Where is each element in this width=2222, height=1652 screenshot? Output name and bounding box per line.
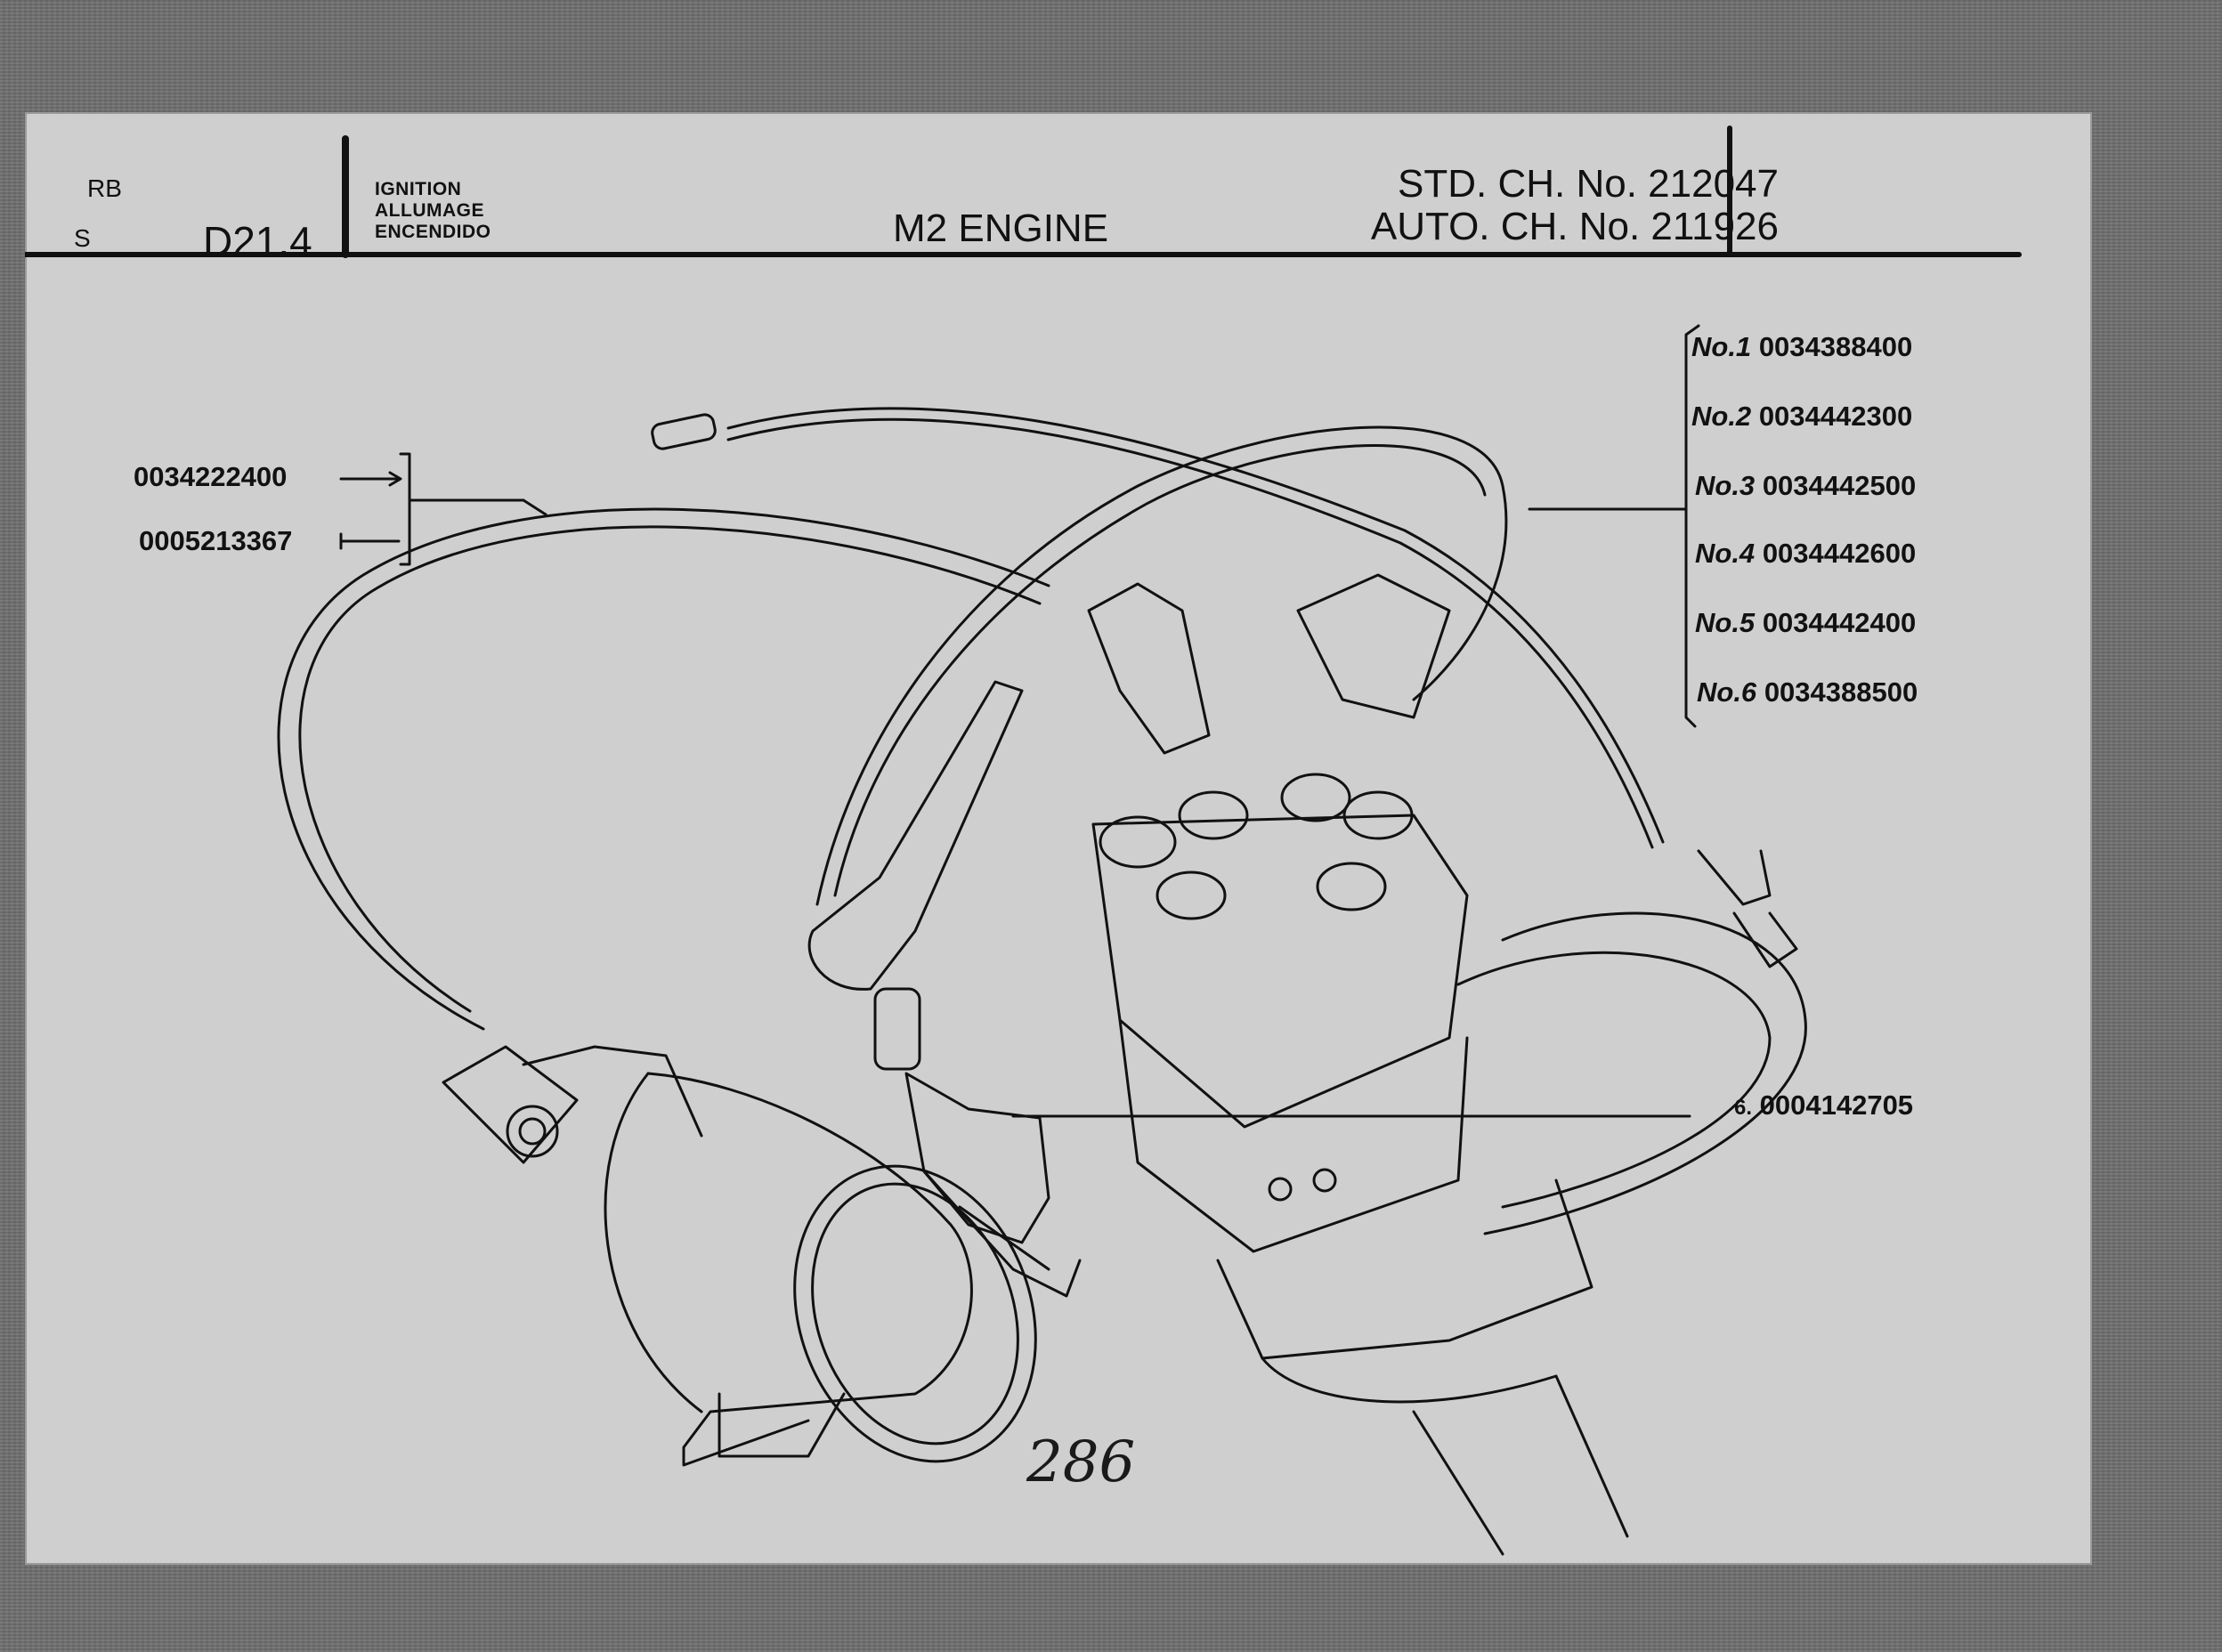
lead-part-number: 0034442400 xyxy=(1762,607,1917,638)
part-number-connector: 0005213367 xyxy=(139,525,293,556)
lead-number: No.3 xyxy=(1695,470,1756,501)
auto-chassis-number: AUTO. CH. No. 211926 xyxy=(1370,205,1779,248)
lead-part-row: No.3 0034442500 xyxy=(1695,470,1916,502)
lead-part-row: No.2 0034442300 xyxy=(1691,401,1912,433)
code-s: S xyxy=(74,224,91,252)
lead-number: No.6 xyxy=(1697,676,1757,708)
lead-part-row: No.5 0034442400 xyxy=(1695,607,1916,639)
lead-part-number: 0034388400 xyxy=(1758,331,1913,362)
lead-number: No.5 xyxy=(1695,607,1756,638)
lead-number: No.1 xyxy=(1691,331,1752,362)
lead-number: No.4 xyxy=(1695,538,1756,569)
lead-part-row: No.4 0034442600 xyxy=(1695,538,1916,570)
label-ignition: IGNITION xyxy=(375,179,462,199)
ignition-illustration xyxy=(25,126,2022,1556)
engine-title: M2 ENGINE xyxy=(893,206,1109,250)
label-allumage: ALLUMAGE xyxy=(375,200,484,221)
lead-part-row: No.1 0034388400 xyxy=(1691,331,1912,363)
spark-plug-part: 6. 0004142705 xyxy=(1734,1089,1913,1122)
std-chassis-number: STD. CH. No. 212047 xyxy=(1398,162,1779,206)
parts-sheet: RB S D21.4 IGNITION ALLUMAGE ENCENDIDO M… xyxy=(25,112,2092,1565)
lead-part-number: 0034388500 xyxy=(1764,676,1918,708)
code-rb: RB xyxy=(87,174,122,202)
page-number: 286 xyxy=(1026,1429,1136,1495)
label-encendido: ENCENDIDO xyxy=(375,222,491,242)
lead-number: No.2 xyxy=(1691,401,1752,432)
lead-part-number: 0034442600 xyxy=(1762,538,1917,569)
spark-plug-qty: 6. xyxy=(1734,1096,1753,1120)
section-number: D21.4 xyxy=(203,218,312,264)
lead-part-number: 0034442300 xyxy=(1758,401,1913,432)
lead-part-number: 0034442500 xyxy=(1762,470,1917,501)
spark-plug-part-number: 0004142705 xyxy=(1759,1089,1914,1121)
lead-part-row: No.6 0034388500 xyxy=(1697,676,1918,709)
part-number-ht-lead: 0034222400 xyxy=(134,461,288,492)
